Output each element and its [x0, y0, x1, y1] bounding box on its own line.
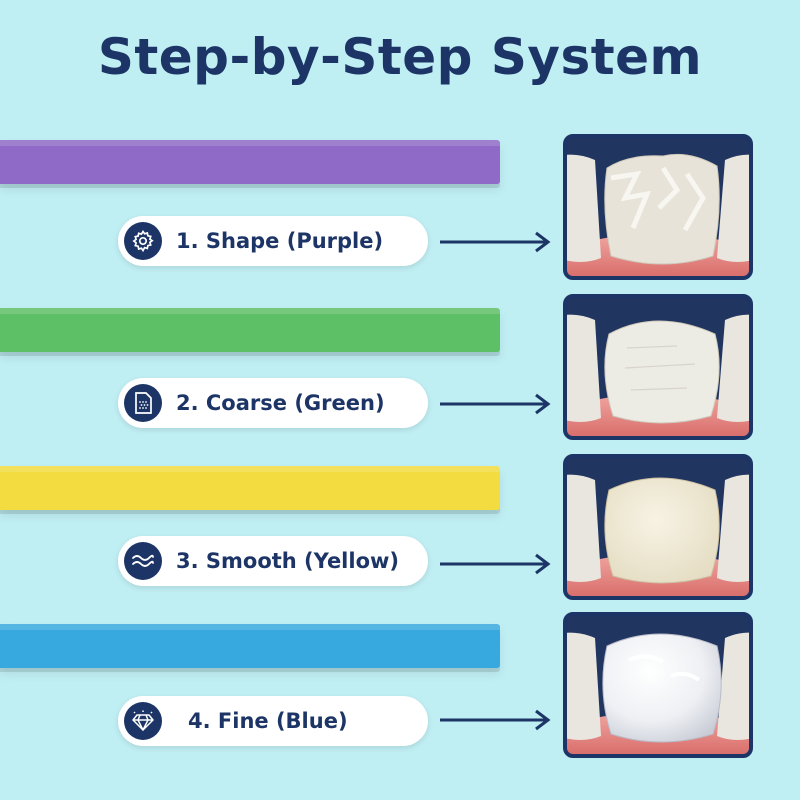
- strip-green: [0, 308, 500, 352]
- step-2-label: 2. Coarse (Green): [176, 391, 385, 415]
- arrow-3: [440, 553, 551, 575]
- arrow-1: [440, 231, 551, 253]
- diamond-icon: [124, 702, 162, 740]
- arrow-2: [440, 393, 551, 415]
- step-1-pill: 1. Shape (Purple): [118, 216, 428, 266]
- step-4-label: 4. Fine (Blue): [188, 709, 348, 733]
- tooth-image-2: [563, 294, 753, 440]
- arrow-4: [440, 709, 551, 731]
- page-title: Step-by-Step System: [97, 28, 703, 86]
- step-3-label: 3. Smooth (Yellow): [176, 549, 400, 573]
- strip-blue: [0, 624, 500, 668]
- tooth-image-3: [563, 454, 753, 600]
- gear-icon: [124, 222, 162, 260]
- step-1-label: 1. Shape (Purple): [176, 229, 384, 253]
- step-3-pill: 3. Smooth (Yellow): [118, 536, 428, 586]
- step-4-pill: 4. Fine (Blue): [118, 696, 428, 746]
- waves-icon: [124, 542, 162, 580]
- step-2-pill: 2. Coarse (Green): [118, 378, 428, 428]
- strip-purple: [0, 140, 500, 184]
- tooth-image-1: [563, 134, 753, 280]
- sandpaper-icon: [124, 384, 162, 422]
- strip-yellow: [0, 466, 500, 510]
- tooth-image-4: [563, 612, 753, 758]
